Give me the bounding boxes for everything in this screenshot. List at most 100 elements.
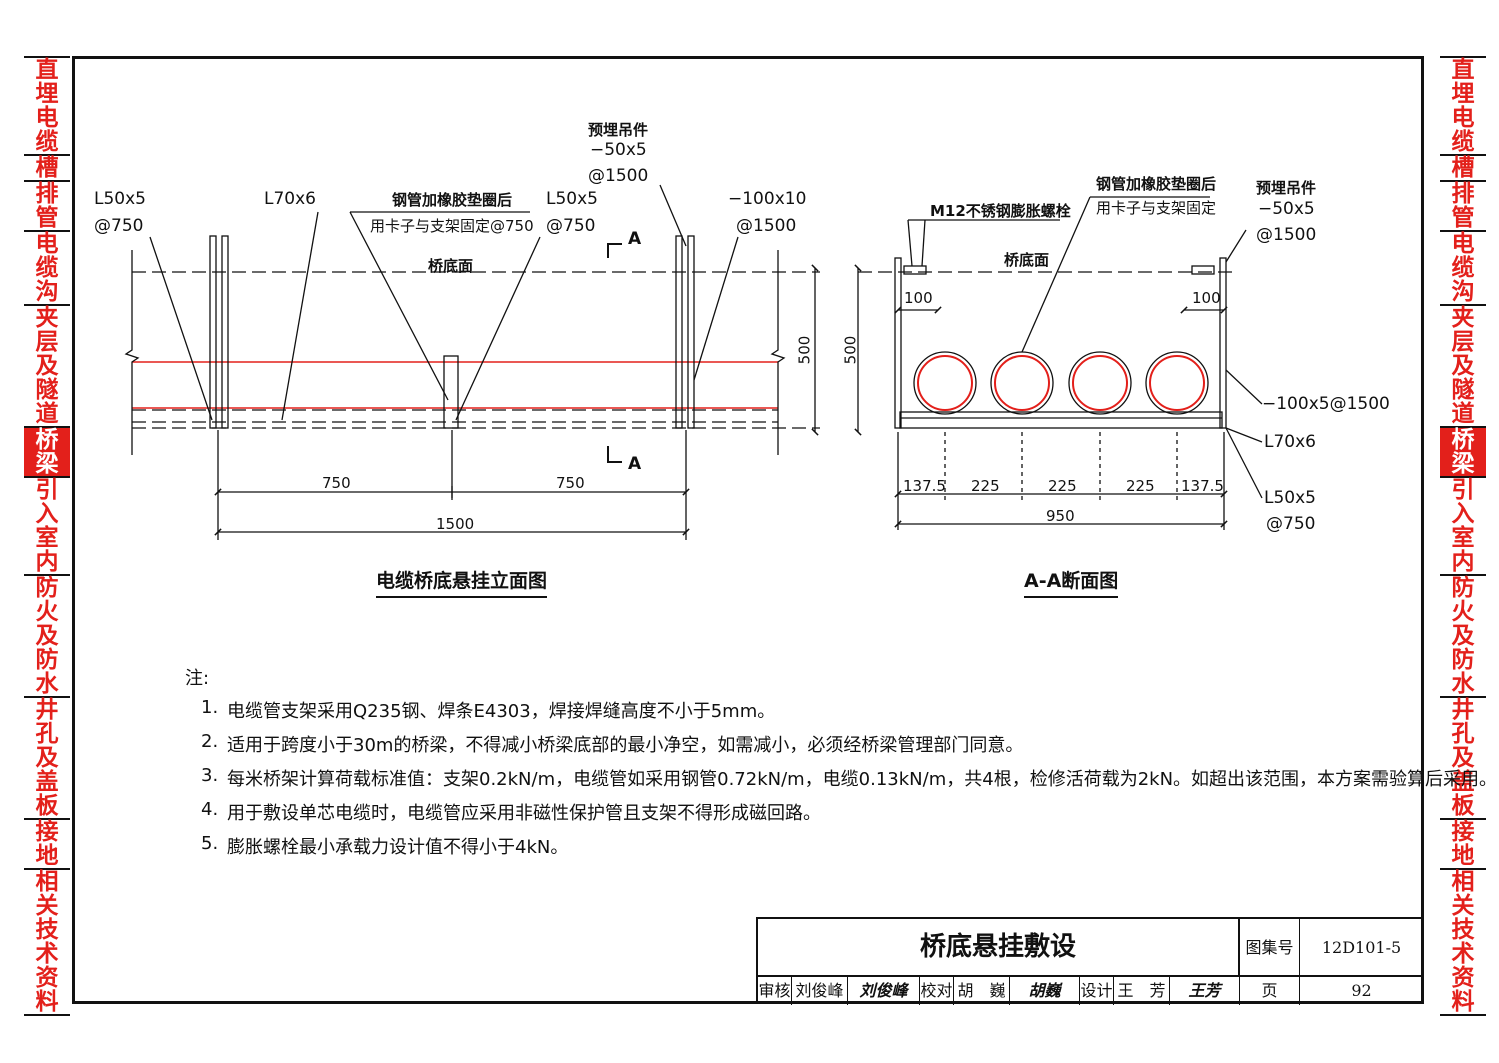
index-tab-char: 及 — [35, 353, 59, 379]
pipe-1 — [913, 351, 977, 415]
elev-pipe-note-2: 用卡子与支架固定@750 — [370, 217, 534, 235]
sec-embed-spacing: @1500 — [1256, 225, 1317, 245]
index-tab-0: 直埋电缆 — [1440, 58, 1486, 156]
index-tab-char: 防 — [1451, 647, 1475, 673]
index-tab-char: 术 — [35, 941, 59, 967]
elev-l50b-label: L50x5 — [546, 189, 598, 209]
index-tab-char: 夹 — [35, 305, 59, 331]
pipe-2 — [990, 351, 1054, 415]
bolt-right — [1191, 265, 1215, 275]
elevation-caption: 电缆桥底悬挂立面图 — [376, 566, 548, 598]
leader-embed — [659, 184, 687, 247]
index-tab-char: 板 — [35, 793, 59, 819]
designer-signature: 王芳 — [1170, 977, 1240, 1005]
notes-title: 注: — [185, 668, 210, 689]
index-tab-char: 埋 — [35, 81, 59, 107]
section-leader-bolt-2 — [921, 219, 926, 267]
pipe-1-inner — [917, 355, 973, 411]
section-leader-l50 — [1225, 427, 1263, 499]
index-tab-char: 及 — [1451, 623, 1475, 649]
index-tab-1: 槽 — [1440, 156, 1486, 182]
index-tab-char: 直 — [35, 57, 59, 83]
elevation-view — [124, 184, 820, 540]
index-tab-7: 防火及防水 — [1440, 576, 1486, 698]
index-tab-char: 相 — [1451, 869, 1475, 895]
index-tab-8: 井孔及盖板 — [1440, 698, 1486, 820]
index-tab-1: 槽 — [24, 156, 70, 182]
index-tab-char: 接 — [35, 819, 59, 845]
elev-plate-spacing: @1500 — [736, 216, 797, 236]
sec-bolt-label: M12不锈钢膨胀螺栓 — [930, 202, 1071, 220]
elev-dim-total: 1500 — [436, 515, 475, 533]
checker-signature: 胡巍 — [1010, 977, 1080, 1005]
section-hanger-left — [894, 257, 902, 429]
reviewer-name: 刘俊峰 — [792, 977, 848, 1005]
index-tab-char: 层 — [35, 329, 59, 355]
elev-l50b-spacing: @750 — [546, 216, 596, 236]
sec-dim-100-right: 100 — [1192, 289, 1221, 307]
index-tab-char: 沟 — [1451, 279, 1475, 305]
index-tab-char: 技 — [1451, 917, 1475, 943]
notes-list: 1.电缆管支架采用Q235钢、焊条E4303，焊接焊缝高度不小于5mm。2.适用… — [185, 697, 1497, 859]
index-tab-char: 防 — [1451, 575, 1475, 601]
leader-l70 — [281, 211, 319, 421]
index-tab-char: 缆 — [1451, 255, 1475, 281]
note-item: 4. 用于敷设单芯电缆时，电缆管应采用非磁性保护管且支架不得形成磁回路。 — [185, 799, 1497, 825]
index-tab-6: 引入室内 — [24, 478, 70, 576]
index-tab-char: 沟 — [35, 279, 59, 305]
index-tab-char: 地 — [35, 843, 59, 869]
left-index-tabs: 直埋电缆槽排管电缆沟夹层及隧道桥梁引入室内防火及防水井孔及盖板接地相关技术资料 — [24, 56, 70, 1016]
hanger-left — [209, 235, 217, 429]
notes-block: 注: 1.电缆管支架采用Q235钢、焊条E4303，焊接焊缝高度不小于5mm。2… — [185, 664, 1497, 867]
sec-embed-size: −50x5 — [1258, 199, 1315, 219]
index-tab-char: 地 — [1451, 843, 1475, 869]
index-tab-2: 排管 — [1440, 182, 1486, 232]
designer-name: 王 芳 — [1114, 977, 1170, 1005]
index-tab-char: 引 — [1451, 477, 1475, 503]
index-tab-char: 管 — [35, 205, 59, 231]
elev-plate-label: −100x10 — [728, 189, 807, 209]
index-tab-3: 电缆沟 — [24, 232, 70, 306]
checker-name: 胡 巍 — [954, 977, 1010, 1005]
section-caption: A-A断面图 — [1024, 566, 1119, 598]
index-tab-char: 引 — [35, 477, 59, 503]
section-leader-l70 — [1225, 427, 1263, 443]
index-tab-char: 术 — [1451, 941, 1475, 967]
index-tab-char: 接 — [1451, 819, 1475, 845]
sec-dim-c: 225 — [1048, 477, 1077, 495]
index-tab-char: 火 — [35, 599, 59, 625]
section-angle — [899, 411, 1223, 429]
index-tab-10: 相关技术资料 — [1440, 870, 1486, 1014]
leader-plate — [693, 236, 739, 381]
elev-pipe-note-1: 钢管加橡胶垫圈后 — [392, 191, 513, 209]
check-label: 校对 — [920, 977, 954, 1005]
note-number: 1. — [201, 697, 219, 718]
index-tab-char: 技 — [35, 917, 59, 943]
index-tab-char: 夹 — [1451, 305, 1475, 331]
sec-dim-100-left: 100 — [904, 289, 933, 307]
note-text: 用于敷设单芯电缆时，电缆管应采用非磁性保护管且支架不得形成磁回路。 — [227, 803, 821, 824]
sec-dim-height: 500 — [841, 335, 860, 365]
index-tab-char: 室 — [35, 525, 59, 551]
section-view — [854, 196, 1263, 530]
index-tab-char: 资 — [1451, 965, 1475, 991]
elev-embed-label: 预埋吊件 — [588, 121, 649, 139]
index-tab-9: 接地 — [24, 820, 70, 870]
review-label: 审核 — [758, 977, 792, 1005]
note-number: 4. — [201, 799, 219, 820]
drawing-frame — [72, 56, 1424, 1004]
index-tab-char: 料 — [35, 989, 59, 1015]
index-tab-char: 防 — [35, 575, 59, 601]
elev-dim-height: 500 — [795, 335, 814, 365]
break-line-right — [770, 250, 786, 455]
elev-embed-size: −50x5 — [590, 140, 647, 160]
sec-l70-label: L70x6 — [1264, 432, 1316, 452]
bolt-left — [903, 265, 927, 275]
drawing-title: 桥底悬挂敷设 — [758, 919, 1240, 977]
index-tab-char: 管 — [1451, 205, 1475, 231]
index-tab-char: 室 — [1451, 525, 1475, 551]
index-tab-char: 板 — [1451, 793, 1475, 819]
index-tab-char: 电 — [35, 231, 59, 257]
index-tab-char: 及 — [1451, 353, 1475, 379]
